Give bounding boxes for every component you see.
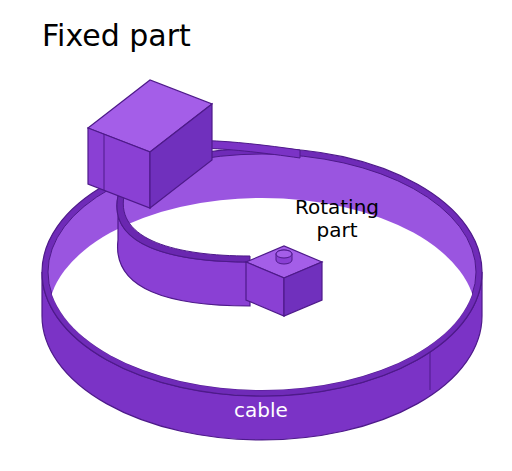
rotating-part-cube: [246, 246, 322, 316]
part-label: cable: [226, 398, 296, 422]
part-label: Fixed part: [42, 18, 242, 54]
fixed-part-box: [88, 80, 212, 208]
part-label: Rotating part: [282, 196, 392, 242]
